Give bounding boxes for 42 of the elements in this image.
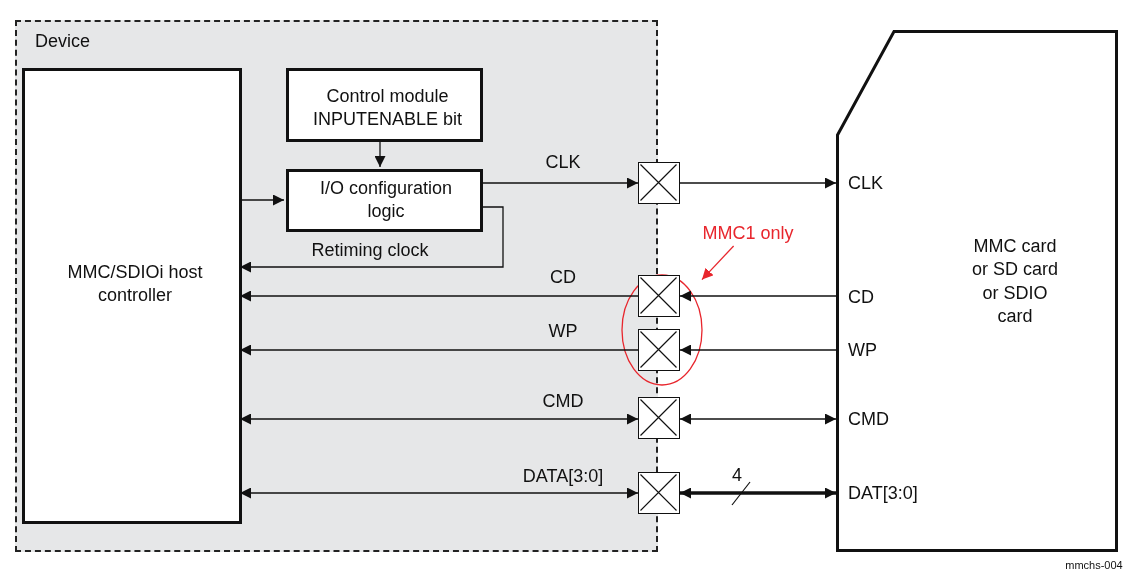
edge-label: CLK (545, 153, 581, 173)
process-box (286, 68, 483, 142)
arrow (679, 413, 837, 425)
box-label: I/O configuration logic (318, 177, 454, 224)
edge-label: Retiming clock (311, 241, 429, 261)
arrow (239, 344, 639, 356)
arrow (679, 344, 837, 356)
block-label: MMC/SDIOi host controller (66, 261, 204, 308)
arrow (374, 139, 386, 168)
arrow (239, 290, 639, 302)
pin-label: CD (848, 286, 875, 309)
arrow (480, 177, 639, 189)
pad-symbol (638, 397, 680, 439)
pin-label: WP (848, 339, 878, 362)
arrow (239, 206, 504, 273)
edge-label: DATA[3:0] (522, 467, 604, 487)
edge-label: CMD (542, 392, 584, 412)
arrow (239, 487, 639, 499)
pad-symbol (638, 329, 680, 371)
arrow (239, 194, 285, 206)
card-label: MMC card or SD card or SDIO card (971, 235, 1059, 329)
pad-symbol (638, 275, 680, 317)
arrow (680, 487, 836, 499)
pin-label: CMD (848, 408, 890, 431)
pad-symbol (638, 162, 680, 204)
box-label: Control module INPUTENABLE bit (311, 85, 463, 132)
edge-label: CD (550, 268, 576, 288)
pin-label: DAT[3:0] (848, 482, 919, 505)
leader-arrow (701, 245, 735, 281)
arrow (679, 290, 837, 302)
process-box (286, 169, 483, 232)
edge-label: 4 (732, 466, 742, 486)
device-boundary (15, 20, 658, 552)
arrow (679, 177, 837, 189)
figure-number: mmchs-004 (1065, 558, 1123, 572)
controller-block (22, 68, 242, 524)
pad-symbol (638, 472, 680, 514)
edge-label: WP (548, 322, 578, 342)
group-title: Device (35, 30, 92, 53)
annotation-text: MMC1 only (701, 222, 795, 245)
arrow (239, 413, 639, 425)
pin-label: CLK (848, 172, 884, 195)
